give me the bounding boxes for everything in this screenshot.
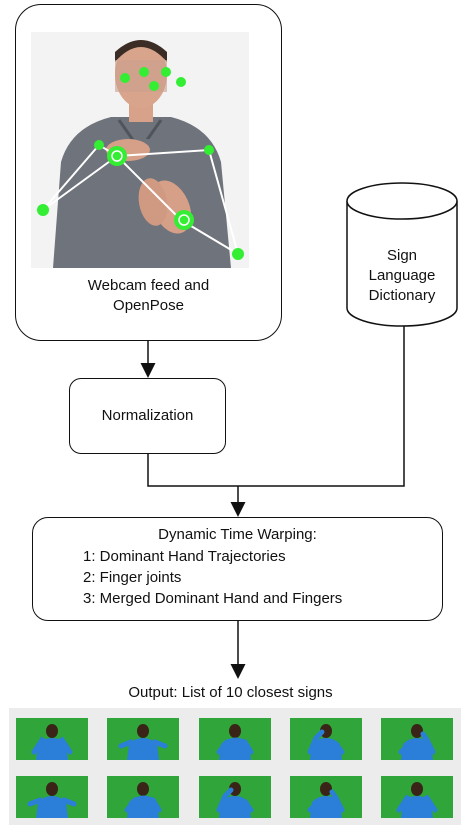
sign-thumbnail	[107, 718, 179, 760]
webcam-label: Webcam feed and OpenPose	[15, 276, 282, 316]
dictionary-line2: Language	[368, 267, 436, 284]
sign-thumbnail	[381, 718, 453, 760]
dictionary-line3: Dictionary	[368, 287, 436, 304]
sign-thumbnail	[16, 776, 88, 818]
sign-thumbnail	[199, 776, 271, 818]
output-label: Output: List of 10 closest signs	[128, 684, 333, 701]
dtw-box: Dynamic Time Warping: 1: Dominant Hand T…	[32, 517, 443, 621]
dtw-item-1: 1: Dominant Hand Trajectories	[83, 548, 286, 565]
webcam-label-line2: OpenPose	[113, 297, 184, 314]
dtw-item-3: 3: Merged Dominant Hand and Fingers	[83, 590, 343, 607]
sign-thumbnail	[290, 718, 362, 760]
line-dictionary-to-dtw	[238, 326, 405, 487]
normalization-label: Normalization	[101, 407, 194, 424]
sign-thumbnail	[199, 718, 271, 760]
dtw-list: 1: Dominant Hand Trajectories 2: Finger …	[83, 546, 342, 609]
dictionary-cylinder	[346, 182, 458, 327]
dictionary-label: Sign Language Dictionary	[344, 246, 460, 306]
sign-thumbnail	[107, 776, 179, 818]
normalization-box: Normalization	[69, 378, 226, 454]
sign-thumbnail	[290, 776, 362, 818]
sign-thumbnail	[16, 718, 88, 760]
webcam-image	[31, 32, 249, 268]
webcam-label-line1: Webcam feed and	[87, 277, 210, 294]
dtw-title: Dynamic Time Warping:	[158, 526, 317, 543]
dictionary-line1: Sign	[386, 247, 418, 264]
sign-thumbnail	[381, 776, 453, 818]
dtw-item-2: 2: Finger joints	[83, 569, 182, 586]
openpose-keypoints	[37, 67, 244, 260]
line-normalization-to-dtw	[147, 454, 238, 487]
